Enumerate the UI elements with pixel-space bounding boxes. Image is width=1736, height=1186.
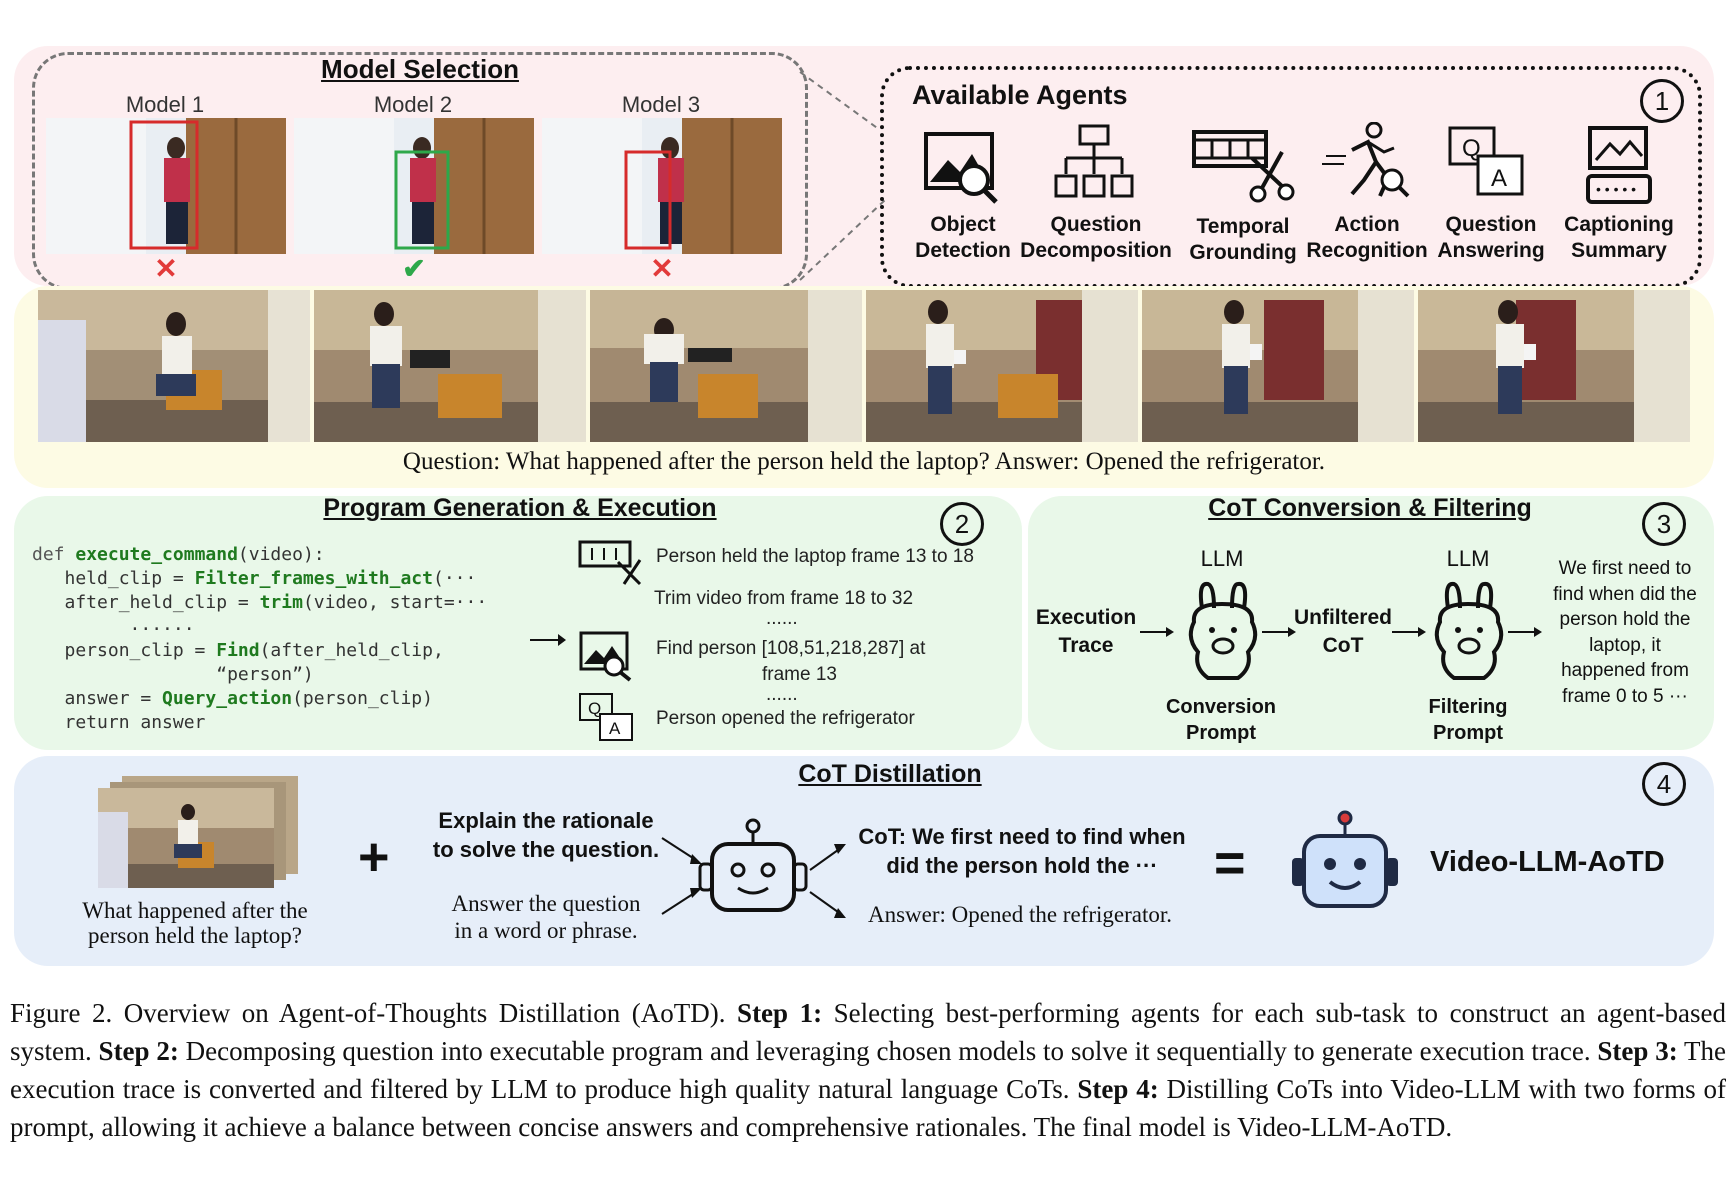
- step2-panel: [14, 496, 1022, 750]
- llm-label-2: LLM: [1446, 546, 1490, 571]
- trace-dots-1: ......: [766, 608, 798, 629]
- final-model-name: Video-LLM-AoTD: [1430, 846, 1665, 878]
- model-frame-3: [542, 118, 782, 254]
- arrow-right-icon: [1392, 627, 1426, 637]
- step-number-3: 3: [1642, 502, 1686, 546]
- robot-icon: [698, 818, 808, 912]
- answer-output: Answer: Opened the refrigerator.: [868, 902, 1172, 927]
- video-question-answer: Question: What happened after the person…: [402, 448, 1326, 475]
- model-frame-2: [294, 118, 534, 254]
- trace-answer: Person opened the refrigerator: [656, 708, 915, 729]
- code-line-8: return answer: [32, 712, 206, 733]
- llm-label-1: LLM: [1200, 546, 1244, 571]
- available-agents-title: Available Agents: [912, 80, 1128, 110]
- video-frame-1: [38, 290, 310, 442]
- model-label-1: Model 1: [125, 92, 205, 117]
- svg-text:• • • • •: • • • • •: [1596, 181, 1636, 197]
- cot-distillation-title: CoT Distillation: [798, 760, 982, 788]
- object-detection-icon: [579, 631, 632, 682]
- svg-text:Q: Q: [1462, 135, 1481, 162]
- check-icon: ✔: [402, 253, 426, 284]
- video-frame-3: [590, 290, 862, 442]
- arrow-right-icon: [1140, 627, 1174, 637]
- cross-icon: ✕: [154, 253, 178, 284]
- question-answering-icon: Q A: [1448, 126, 1524, 196]
- model-frame-1: [46, 118, 286, 254]
- temporal-grounding-icon: [1192, 130, 1295, 203]
- svg-text:Q: Q: [588, 699, 601, 718]
- action-recognition-icon: [1322, 122, 1410, 198]
- llama-icon: [1434, 581, 1504, 680]
- code-line-5: person_clip = Find(after_held_clip,: [32, 640, 444, 661]
- question-decomposition-icon: [1054, 124, 1134, 198]
- step-number-2: 2: [940, 502, 984, 546]
- arrow-right-icon: [1508, 627, 1542, 637]
- video-frame-5: [1142, 290, 1414, 442]
- video-frame-strip: [38, 290, 1692, 442]
- plus-sign: +: [358, 827, 390, 887]
- trace-temporal: Person held the laptop frame 13 to 18: [656, 546, 974, 567]
- video-frame-4: [866, 290, 1138, 442]
- temporal-grounding-icon: [578, 540, 642, 586]
- code-line-4: ......: [32, 614, 195, 635]
- figure-caption: Figure 2. Overview on Agent-of-Thoughts …: [10, 998, 1726, 1142]
- arrow-right-icon: [1262, 627, 1296, 637]
- input-arrows: [661, 837, 702, 915]
- trace-trim: Trim video from frame 18 to 32: [654, 588, 914, 609]
- video-llm-robot-icon: [1292, 810, 1398, 908]
- arrow-right-icon: [530, 634, 566, 646]
- code-line-2: held_clip = Filter_frames_with_act(···: [32, 568, 477, 589]
- cot-conversion-title: CoT Conversion & Filtering: [1208, 494, 1532, 522]
- step-number-1: 1: [1640, 79, 1684, 123]
- video-frame-6: [1418, 290, 1690, 442]
- output-arrows: [809, 844, 846, 918]
- step-number-4: 4: [1642, 762, 1686, 806]
- step3-panel: [1028, 496, 1714, 750]
- llama-icon: [1188, 581, 1258, 680]
- trace-find: Find person [108,51,218,287] at: [656, 638, 926, 659]
- model-label-2: Model 2: [373, 92, 453, 117]
- zoom-connector-lines: [799, 71, 886, 281]
- code-line-1: def execute_command(video):: [32, 544, 325, 565]
- captioning-summary-icon: • • • • •: [1586, 126, 1652, 204]
- code-line-6: “person”): [32, 664, 314, 685]
- video-frame-2: [314, 290, 586, 442]
- object-detection-icon: [924, 132, 998, 204]
- equals-sign: =: [1214, 833, 1246, 893]
- question-answering-icon: Q A: [579, 693, 633, 741]
- code-line-3: after_held_clip = trim(video, start=···: [32, 592, 488, 613]
- cross-icon: ✕: [650, 253, 674, 284]
- trace-find-frame: frame 13: [762, 664, 837, 685]
- input-video-frames: [98, 776, 298, 890]
- svg-text:A: A: [609, 719, 621, 738]
- svg-text:A: A: [1491, 165, 1507, 192]
- model-selection-title: Model Selection: [321, 54, 519, 84]
- program-title: Program Generation & Execution: [323, 494, 717, 522]
- model-label-3: Model 3: [621, 92, 701, 117]
- code-line-7: answer = Query_action(person_clip): [32, 688, 433, 709]
- trace-dots-2: ......: [766, 684, 798, 705]
